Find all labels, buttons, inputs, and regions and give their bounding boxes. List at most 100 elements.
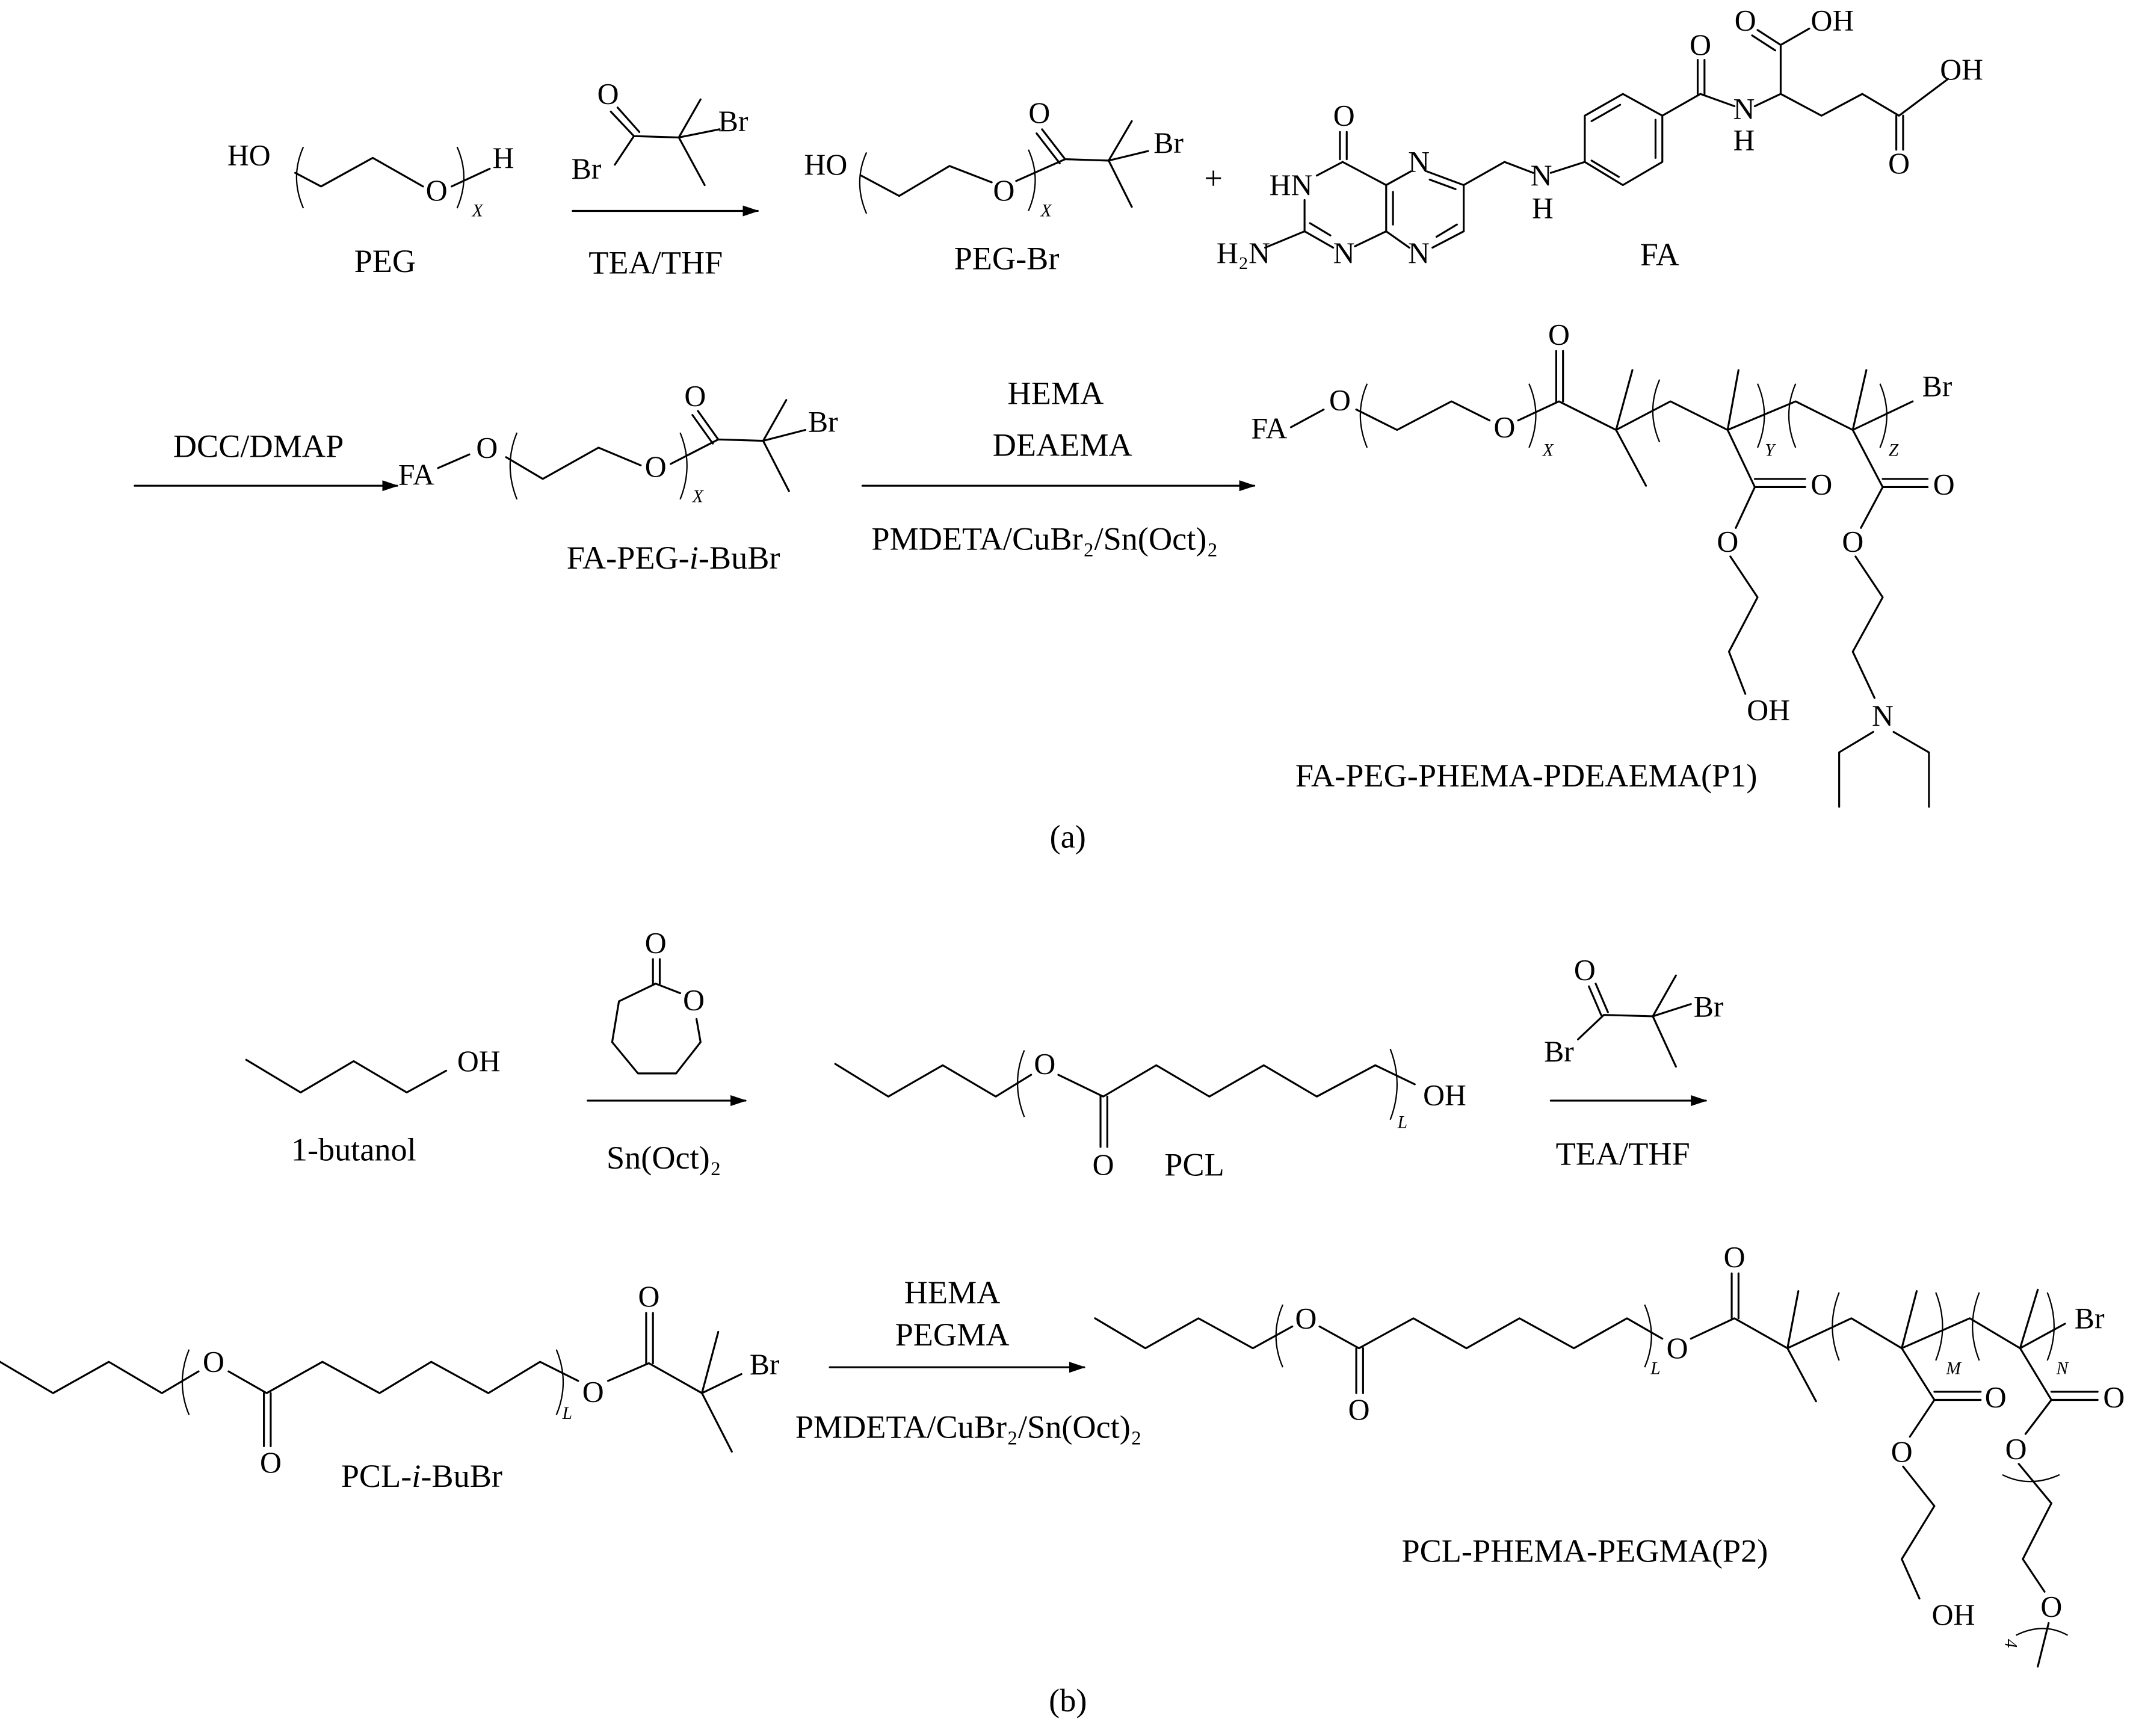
atom-label: H	[493, 141, 514, 175]
atom-label: O	[1295, 1302, 1317, 1335]
scheme-a: HO O H X PEG O Br Br TEA/THF HO O O Br X…	[134, 4, 1983, 855]
repeat-subscript: X	[692, 487, 704, 506]
atom-label: O	[1810, 468, 1832, 501]
compound-label-peg-br: PEG-Br	[954, 241, 1060, 277]
atom-label: OH	[1940, 53, 1983, 86]
atom-label: O	[645, 450, 667, 483]
repeat-subscript: L	[1650, 1359, 1660, 1378]
caption-b: (b)	[1049, 1682, 1087, 1719]
atom-label: Br	[1694, 990, 1724, 1024]
atom-label: O	[993, 174, 1015, 207]
repeat-bracket-left	[295, 146, 304, 209]
atom-label: N	[1872, 699, 1894, 732]
p1-bonds	[1289, 350, 1930, 808]
folic-acid-structure: O HN N N N H₂N N H O N H O OH OH O FA	[1217, 4, 1983, 272]
scheme-b: OH 1-butanol O O Sn(Oct)₂ O OH O L PCL O…	[0, 926, 2125, 1719]
atom-label: Br	[718, 105, 749, 138]
repeat-bracket-left	[509, 432, 518, 500]
peg-br-structure: HO O O Br X PEG-Br	[804, 96, 1184, 276]
conditions-label: DCC/DMAP	[173, 428, 344, 465]
atom-label: O	[2005, 1432, 2027, 1465]
reagent-bonds	[1576, 974, 1692, 1068]
pcl-br-structure: O O O O Br L PCL-i-BuBr	[0, 1280, 780, 1494]
atom-label: O	[1891, 1435, 1913, 1468]
atom-label: O	[582, 1375, 604, 1408]
atom-label: OH	[1747, 694, 1790, 727]
atom-label: O	[1735, 4, 1756, 37]
atom-label: OH	[1932, 1598, 1975, 1631]
atom-label: O	[426, 174, 448, 207]
atom-label: FA	[1251, 412, 1287, 445]
conditions-label: TEA/THF	[1556, 1135, 1690, 1172]
butanol-bonds	[245, 1058, 448, 1094]
atom-label: O	[1034, 1048, 1055, 1081]
atom-label: N	[1408, 236, 1430, 270]
atom-label: O	[2103, 1380, 2125, 1413]
atom-label: O	[684, 379, 706, 412]
conditions-label: Sn(Oct)₂	[607, 1140, 721, 1176]
atom-label: O	[645, 926, 667, 959]
compound-label-pcl-br: PCL-i-BuBr	[341, 1458, 502, 1494]
atom-label: OH	[457, 1045, 501, 1078]
atom-label: N	[1733, 92, 1755, 125]
reagent-bonds	[610, 98, 721, 187]
fa-peg-br-structure: FA O O O Br X FA-PEG-i-BuBr	[398, 379, 838, 576]
repeat-bracket-left	[859, 152, 868, 214]
atom-label: O	[1494, 410, 1516, 443]
atom-label: O	[1717, 525, 1738, 558]
atom-label: O	[1724, 1241, 1746, 1274]
compound-label-fa: FA	[1640, 236, 1679, 273]
compound-label-pcl: PCL	[1164, 1146, 1224, 1182]
repeat-subscript: X	[1542, 440, 1554, 460]
atom-label: O	[638, 1280, 659, 1313]
peg-br-bonds	[860, 120, 1149, 208]
repeat-subscript: Z	[1889, 440, 1899, 460]
atom-label: O	[2040, 1590, 2062, 1623]
peg-structure: HO O H X PEG	[227, 138, 514, 279]
atom-label: O	[1933, 468, 1955, 501]
atom-label: O	[683, 983, 705, 1016]
repeat-bracket	[1359, 379, 1888, 448]
atom-label: Br	[808, 405, 838, 438]
atom-label: O	[1667, 1332, 1688, 1365]
atom-label: O	[1548, 318, 1570, 351]
compound-label-peg: PEG	[354, 243, 416, 279]
compound-label-fa-peg-br: FA-PEG-i-BuBr	[567, 540, 780, 576]
p2-bonds	[1094, 1272, 2099, 1668]
monomer-label: HEMA	[1008, 375, 1104, 411]
atom-label: O	[1690, 28, 1711, 61]
atom-label: H	[1733, 123, 1755, 156]
monomer-label: PEGMA	[895, 1317, 1010, 1353]
atom-label: N	[1531, 159, 1552, 192]
compound-label-p1: FA-PEG-PHEMA-PDEAEMA(P1)	[1295, 758, 1758, 794]
atom-label: O	[203, 1345, 224, 1379]
repeat-subscript: M	[1945, 1359, 1962, 1378]
atom-label: FA	[398, 459, 434, 492]
conditions-label: TEA/THF	[588, 244, 723, 280]
repeat-bracket-right	[456, 146, 465, 209]
atom-label: OH	[1423, 1079, 1466, 1112]
atom-label: O	[1985, 1380, 2007, 1413]
repeat-bracket	[1017, 1048, 1398, 1120]
atom-label: Br	[572, 152, 602, 185]
monomer-label: HEMA	[904, 1274, 1001, 1311]
p1-structure: FA O O O Br O O O O OH N X Y Z FA-PEG-PH…	[1251, 318, 1955, 808]
repeat-subscript: Y	[1765, 440, 1776, 460]
atom-label: Br	[750, 1348, 780, 1381]
atom-label: Br	[2075, 1302, 2105, 1335]
atom-label: OH	[1810, 4, 1854, 37]
bromide-reagent-b: O Br Br	[1544, 954, 1724, 1069]
pcl-br-bonds	[0, 1312, 742, 1453]
catalyst-label: PMDETA/CuBr₂/Sn(Oct)₂	[871, 520, 1218, 557]
atom-label: H₂N	[1217, 236, 1270, 270]
atom-label: HN	[1270, 168, 1313, 202]
compound-label-butanol: 1-butanol	[291, 1131, 416, 1167]
caprolactone-bonds	[611, 958, 702, 1075]
atom-label: H	[1532, 191, 1554, 224]
repeat-subscript: N	[2056, 1359, 2069, 1378]
atom-label: HO	[227, 138, 271, 171]
pcl-structure: O OH O L PCL	[834, 1048, 1466, 1182]
atom-label: Br	[1922, 370, 1952, 403]
caprolactone-structure: O O	[611, 926, 705, 1075]
